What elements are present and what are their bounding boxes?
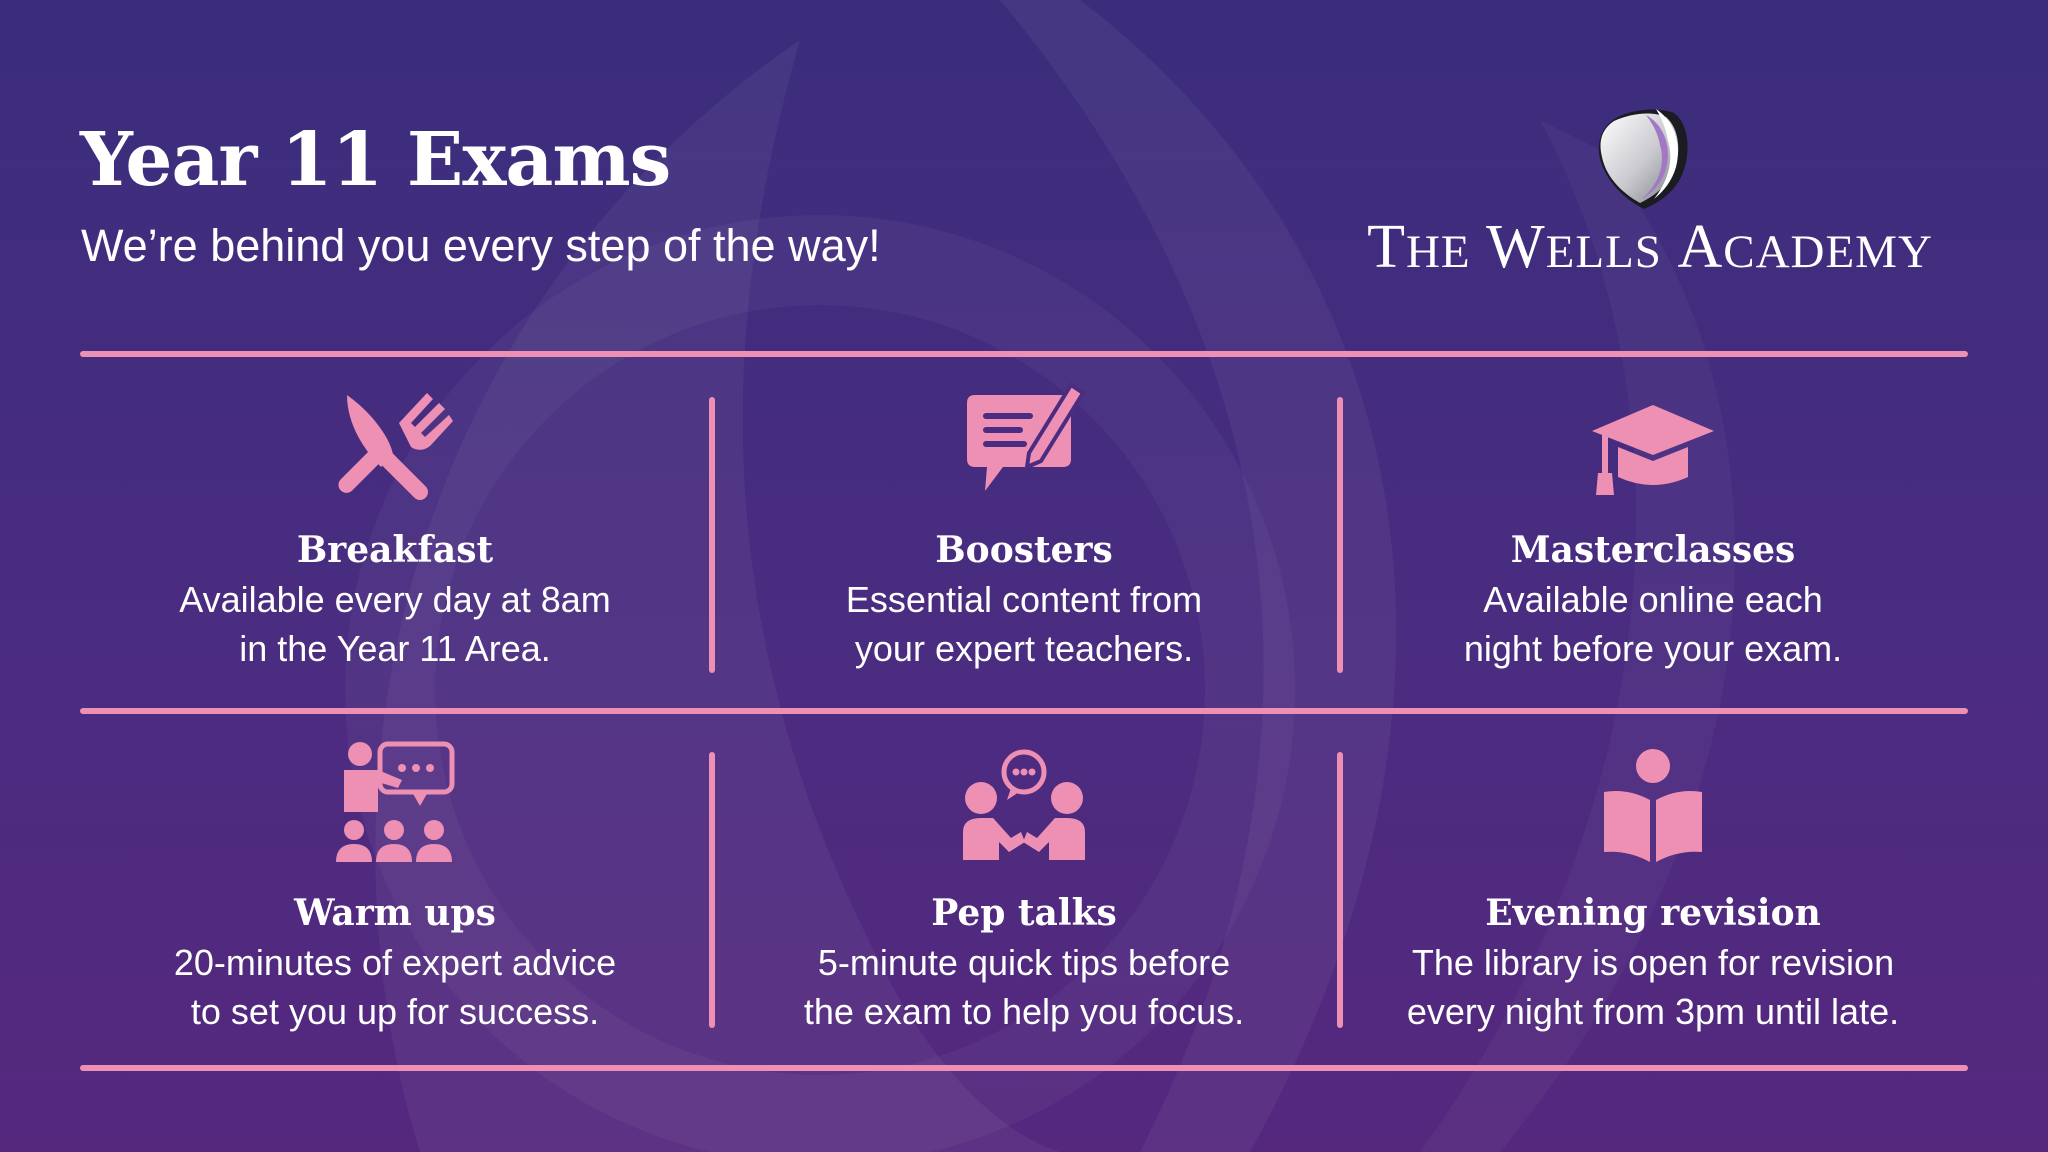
card-text-line: Available online each — [1483, 579, 1823, 620]
academy-logo: THE WELLS ACADEMY — [1330, 95, 1970, 285]
reader-book-icon — [1604, 749, 1702, 862]
card-text-line: to set you up for success. — [190, 991, 600, 1032]
divider-vertical — [1337, 397, 1343, 673]
card-title: Pep talks — [931, 892, 1117, 934]
info-card-masterclasses: Masterclasses Available online each nigh… — [1339, 375, 1967, 673]
info-card-boosters: Boosters Essential content from your exp… — [710, 375, 1338, 673]
conversation-icon — [963, 749, 1085, 860]
page-title: Year 11 Exams — [80, 117, 671, 203]
divider-vertical — [1337, 752, 1343, 1028]
divider-top — [80, 351, 1968, 357]
divider-vertical — [709, 752, 715, 1028]
card-text-line: the exam to help you focus. — [803, 991, 1245, 1032]
card-text-line: The library is open for revision — [1411, 942, 1895, 983]
card-text-line: night before your exam. — [1463, 628, 1843, 669]
card-title: Warm ups — [294, 892, 496, 934]
divider-vertical — [709, 397, 715, 673]
speech-pencil-icon — [967, 382, 1086, 491]
info-card-breakfast: Breakfast Available every day at 8am in … — [81, 375, 709, 673]
card-text-line: Essential content from — [845, 579, 1203, 620]
page-subtitle: We’re behind you every step of the way! — [81, 220, 881, 271]
card-title: Masterclasses — [1510, 529, 1796, 571]
card-text-line: every night from 3pm until late. — [1406, 991, 1900, 1032]
card-title: Boosters — [935, 529, 1113, 571]
card-text-line: your expert teachers. — [854, 628, 1194, 669]
divider-middle — [80, 708, 1968, 714]
academy-name: THE WELLS ACADEMY — [1367, 213, 1933, 281]
info-card-pep-talks: Pep talks 5-minute quick tips before the… — [710, 738, 1338, 1036]
cutlery-icon — [338, 393, 453, 500]
card-title: Evening revision — [1485, 892, 1821, 934]
divider-bottom — [80, 1065, 1968, 1071]
info-card-warm-ups: Warm ups 20-minutes of expert advice to … — [81, 738, 709, 1036]
card-title: Breakfast — [296, 529, 494, 571]
info-card-evening-revision: Evening revision The library is open for… — [1339, 738, 1967, 1036]
shield-crest-icon — [1598, 109, 1688, 209]
card-text-line: Available every day at 8am — [179, 579, 611, 620]
graduation-cap-icon — [1592, 405, 1714, 495]
card-text-line: 5-minute quick tips before — [817, 942, 1231, 983]
card-text-line: in the Year 11 Area. — [239, 628, 551, 669]
card-text-line: 20-minutes of expert advice — [173, 942, 617, 983]
presenter-audience-icon — [336, 741, 455, 862]
